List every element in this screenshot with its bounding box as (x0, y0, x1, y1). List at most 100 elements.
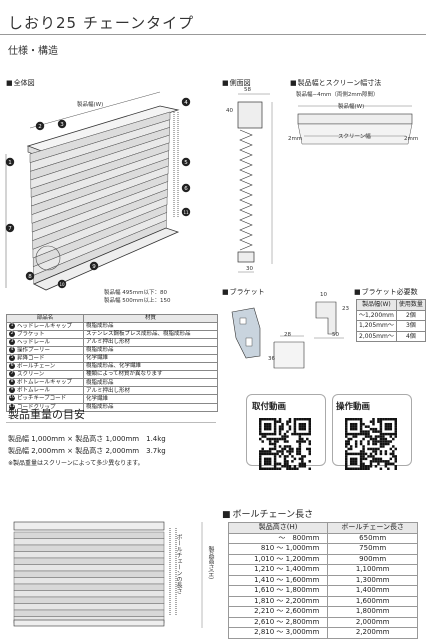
side-dim-58: 58 (244, 87, 251, 93)
callout-number: 2 (38, 124, 42, 130)
chain-height: 2,610 〜 2,800mm (227, 616, 329, 628)
part-material: アルミ押出し形材 (83, 337, 218, 347)
chain-header-height: 製品高さ(H) (227, 522, 329, 534)
bracket-qty-count: 4個 (395, 330, 426, 342)
chain-height-label: 製品高さ(H) (207, 546, 214, 580)
overall-note-1: 製品幅 495mm以下：80 (104, 290, 167, 296)
side-section-title: 側面図 (222, 78, 251, 88)
chain-length: 1,100mm (327, 564, 418, 576)
chain-length: 2,000mm (327, 616, 418, 628)
weight-line-2: 製品幅 2,000mm × 製品高さ 2,000mm 3.7kg (8, 447, 166, 455)
chain-section-title: ボールチェーン長さ (222, 507, 314, 520)
part-number-badge: 2 (9, 330, 15, 337)
part-material: 化学繊維 (83, 394, 218, 404)
bracket-diagram (231, 301, 344, 369)
table-row: 〜1,200mm 2個 (356, 309, 426, 321)
chain-height: 〜 800mm (227, 532, 329, 544)
callout-badge (181, 97, 191, 107)
part-number-badge: 5 (9, 354, 15, 361)
bracket-qty-count: 2個 (395, 309, 426, 321)
callout-badge (35, 121, 45, 131)
callout-number: 11 (183, 210, 189, 215)
bracket-dim-10: 10 (320, 292, 327, 298)
chain-length: 1,400mm (327, 585, 418, 597)
chain-height: 1,810 〜 2,200mm (227, 595, 329, 607)
callout-badge (57, 279, 67, 289)
table-row: 1,205mm〜 3個 (356, 320, 426, 332)
bracket-dim-23: 23 (342, 306, 349, 312)
part-number-badge: 6 (9, 363, 15, 370)
page-title: しおり25 チェーンタイプ (8, 14, 195, 32)
part-number-badge: 8 (9, 379, 15, 386)
screen-width-label: スクリーン幅 (338, 134, 371, 140)
bracket-qty-header-count: 使用数量 (395, 299, 426, 311)
bracket-qty-width: 〜1,200mm (356, 309, 397, 321)
callout-badge (5, 223, 15, 233)
part-material: 種類によって材質が異なります (83, 370, 218, 380)
screen-gap-right: 2mm (404, 136, 419, 142)
part-material: 樹脂成形品、化学繊維 (83, 362, 218, 372)
part-number-badge: 4 (9, 346, 15, 353)
part-material: ステンレス鋼板プレス成形品、樹脂成形品 (83, 329, 218, 339)
side-dim-30: 30 (246, 266, 253, 272)
callout-number: 7 (8, 226, 12, 232)
part-material: 樹脂成形品 (83, 321, 218, 331)
callout-badge (5, 157, 15, 167)
operate-qr-code[interactable] (345, 418, 397, 470)
chain-length: 750mm (327, 543, 418, 555)
chain-height: 2,210 〜 2,600mm (227, 606, 329, 618)
weight-divider (6, 422, 216, 423)
chain-length: 1,600mm (327, 595, 418, 607)
parts-header-name: 部品名 (6, 314, 84, 323)
callout-number: 6 (184, 186, 188, 192)
part-material: アルミ押出し形材 (83, 386, 218, 396)
table-row: 2,005mm〜 4個 (356, 330, 426, 342)
overall-note-2: 製品幅 500mm以上：150 (104, 298, 171, 304)
chain-height: 1,210 〜 1,400mm (227, 564, 329, 576)
parts-header-material: 材質 (83, 314, 218, 323)
chain-length-label: ボールチェーンの長さ (175, 534, 182, 594)
title-divider (0, 34, 426, 35)
bracket-dim-36: 36 (268, 356, 275, 362)
part-number-badge: 1 (9, 322, 15, 329)
overall-width-label: 製品幅(W) (77, 102, 104, 108)
side-diagram (237, 93, 273, 273)
weight-line-1: 製品幅 1,000mm × 製品高さ 1,000mm 1.4kg (8, 435, 166, 443)
callout-badge (25, 271, 35, 281)
chain-length: 900mm (327, 553, 418, 565)
install-video-label: 取付動画 (252, 402, 287, 412)
part-material: 樹脂成形品 (83, 402, 218, 412)
bracket-qty-width: 1,205mm〜 (356, 320, 397, 332)
callout-badge (181, 157, 191, 167)
chain-length: 650mm (327, 532, 418, 544)
install-qr-code[interactable] (259, 418, 311, 470)
operate-video-label: 操作動画 (336, 402, 371, 412)
callout-badge (181, 207, 191, 217)
callout-badge (181, 183, 191, 193)
